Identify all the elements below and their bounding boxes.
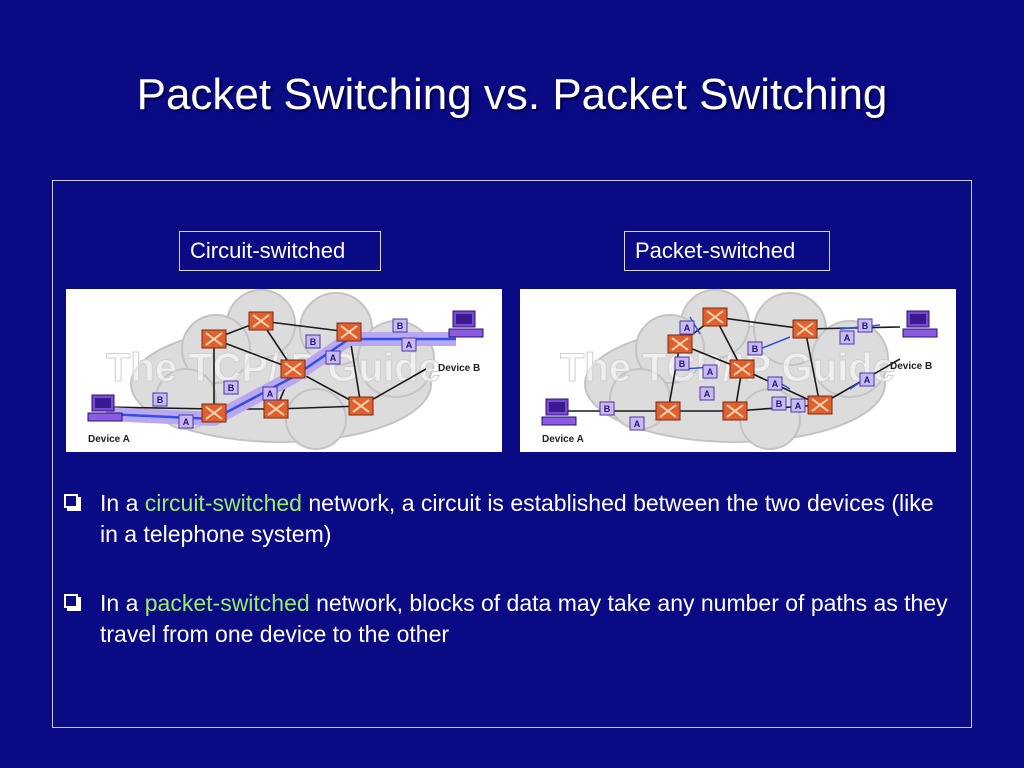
device-a-label: Device A	[88, 434, 130, 445]
packet-a-label: A	[795, 401, 802, 411]
bullet-highlight: circuit-switched	[144, 490, 302, 516]
packet-a-label: A	[864, 375, 871, 385]
bullet-text: In a circuit-switched network, a circuit…	[100, 488, 954, 550]
device-b-label: Device B	[890, 361, 932, 372]
packet-markers: B A B A B A B A	[152, 318, 417, 429]
bullet-circuit-switched: In a circuit-switched network, a circuit…	[64, 488, 954, 550]
circuit-switched-label: Circuit-switched	[179, 231, 381, 271]
packet-b-label: B	[679, 359, 686, 369]
packet-b-label: B	[157, 395, 164, 405]
bullet-text: In a packet-switched network, blocks of …	[100, 588, 954, 650]
packet-b-label: B	[862, 321, 869, 331]
packet-switched-label: Packet-switched	[624, 231, 830, 271]
bullet-prefix: In a	[100, 590, 145, 616]
packet-a-label: A	[183, 417, 190, 427]
packet-b-label: B	[228, 383, 235, 393]
packet-markers: B A A B A A B A B A A B A	[599, 318, 875, 431]
computer-icon	[902, 310, 938, 338]
packet-a-label: A	[684, 323, 691, 333]
packet-b-label: B	[752, 344, 759, 354]
checkbox-bullet-icon	[64, 494, 78, 508]
bullet-suffix: network, blocks of data may take any num…	[100, 590, 948, 647]
packet-b-label: B	[604, 404, 611, 414]
packet-a-label: A	[267, 389, 274, 399]
bullet-suffix: network, a circuit is established betwee…	[100, 490, 934, 547]
packet-b-label: B	[310, 337, 317, 347]
checkbox-bullet-icon	[64, 594, 78, 608]
packet-a-label: A	[772, 379, 779, 389]
packet-b-label: B	[397, 321, 404, 331]
bullet-packet-switched: In a packet-switched network, blocks of …	[64, 588, 954, 650]
device-a-label: Device A	[542, 434, 584, 445]
computer-icon	[541, 398, 577, 426]
packet-a-label: A	[330, 353, 337, 363]
packet-a-label: A	[844, 333, 851, 343]
circuit-network-svg: The TCP/IP Guide	[87, 289, 484, 450]
device-b-label: Device B	[438, 363, 480, 374]
computer-icon	[87, 394, 123, 422]
packet-a-label: A	[406, 340, 413, 350]
packet-a-label: A	[634, 419, 641, 429]
packet-a-label: A	[704, 389, 711, 399]
slide-title: Packet Switching vs. Packet Switching	[136, 70, 888, 119]
switch-icons	[201, 311, 374, 423]
bullet-prefix: In a	[100, 490, 145, 516]
watermark-text: The TCP/IP Guide	[560, 346, 895, 390]
packet-b-label: B	[776, 399, 783, 409]
packet-a-label: A	[707, 367, 714, 377]
circuit-switched-diagram: The TCP/IP Guide	[66, 289, 502, 452]
packet-switched-diagram: The TCP/IP Guide	[520, 289, 956, 452]
computer-icon	[448, 310, 484, 338]
switch-icons	[655, 307, 833, 421]
packet-network-svg: The TCP/IP Guide	[541, 289, 938, 450]
bullet-highlight: packet-switched	[144, 590, 310, 616]
content-frame	[52, 180, 972, 728]
